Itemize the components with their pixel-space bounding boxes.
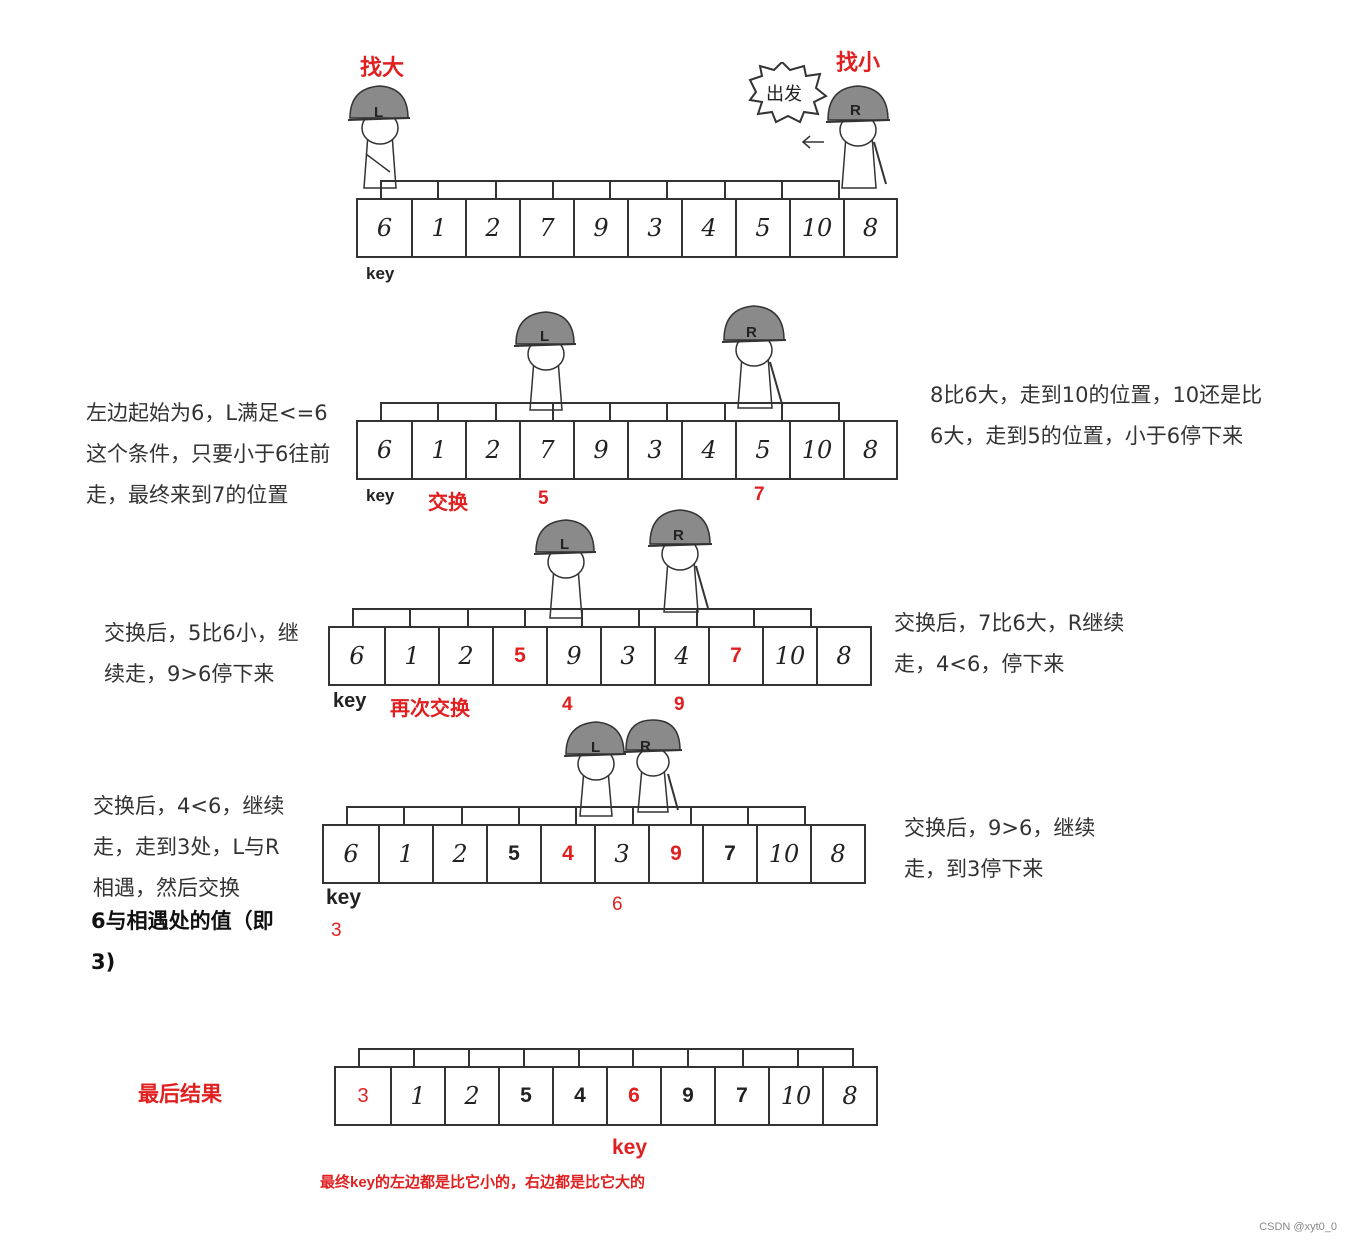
array-cell: 7 <box>704 826 758 882</box>
swap-value-b: 7 <box>754 484 765 506</box>
soldier-r-label: R <box>640 738 651 755</box>
swap-label: 交换 <box>428 486 468 515</box>
array-cell: 10 <box>791 422 845 478</box>
meet-swap-value: 6 <box>612 894 623 916</box>
array-cell: 8 <box>845 200 896 256</box>
array-cell: 9 <box>575 422 629 478</box>
array-cell: 4 <box>656 628 710 684</box>
soldier-r-icon <box>646 508 716 614</box>
final-result-title: 最后结果 <box>138 1078 222 1108</box>
array-cell: 2 <box>446 1068 500 1124</box>
array-cell: 9 <box>650 826 704 882</box>
step2-right-description: 交换后，7比6大，R继续 走，4<6，停下来 <box>894 603 1124 685</box>
soldier-l-icon <box>562 720 628 818</box>
find-big-label: 找大 <box>360 50 404 82</box>
array-cell: 9 <box>575 200 629 256</box>
swap-value-b: 9 <box>674 694 685 716</box>
array-cell: 8 <box>845 422 896 478</box>
array-cell: 1 <box>392 1068 446 1124</box>
array-cell: 2 <box>434 826 488 882</box>
array-cell: 6 <box>358 200 413 256</box>
array-cell: 8 <box>812 826 864 882</box>
array-cell: 6 <box>324 826 380 882</box>
array-cell: 7 <box>710 628 764 684</box>
array-cell: 1 <box>413 422 467 478</box>
array-cell: 2 <box>467 200 521 256</box>
array-cell: 3 <box>629 422 683 478</box>
key-swap-value: 3 <box>331 920 342 942</box>
soldier-l-label: L <box>374 104 383 121</box>
array-cell: 3 <box>336 1068 392 1124</box>
array-cell: 7 <box>716 1068 770 1124</box>
array-cell: 3 <box>596 826 650 882</box>
final-key-label: key <box>612 1136 647 1160</box>
watermark: CSDN @xyt0_0 <box>1259 1221 1337 1233</box>
step3-right-description: 交换后，9>6，继续 走，到3停下来 <box>904 808 1095 890</box>
step1-left-description: 左边起始为6，L满足<=6 这个条件，只要小于6往前 走，最终来到7的位置 <box>86 393 330 516</box>
array-cell: 3 <box>602 628 656 684</box>
key-label: key <box>366 486 394 506</box>
array-step2: 6 1 2 5 9 3 4 7 10 8 <box>328 626 872 686</box>
soldier-l-label: L <box>591 739 600 756</box>
soldier-r-label: R <box>850 102 861 119</box>
array-cell: 1 <box>386 628 440 684</box>
array-cell: 3 <box>629 200 683 256</box>
array-cell: 10 <box>770 1068 824 1124</box>
array-cell: 7 <box>521 422 575 478</box>
swap-label: 再次交换 <box>390 692 470 721</box>
array-cell: 9 <box>662 1068 716 1124</box>
array-cell: 6 <box>330 628 386 684</box>
key-label: key <box>326 886 361 910</box>
array-cell: 5 <box>494 628 548 684</box>
find-small-label: 找小 <box>836 45 880 77</box>
step2-left-description: 交换后，5比6小，继 续走，9>6停下来 <box>104 613 299 695</box>
array-cell: 5 <box>737 200 791 256</box>
array-cell: 9 <box>548 628 602 684</box>
array-cell: 4 <box>554 1068 608 1124</box>
soldier-r-label: R <box>673 527 684 544</box>
soldier-r-label: R <box>746 324 757 341</box>
swap-value-a: 5 <box>538 488 549 510</box>
array-cell: 10 <box>791 200 845 256</box>
array-step3: 6 1 2 5 4 3 9 7 10 8 <box>322 824 866 884</box>
array-cell: 5 <box>500 1068 554 1124</box>
array-cell: 4 <box>683 200 737 256</box>
array-cell: 1 <box>380 826 434 882</box>
soldier-l-icon <box>512 310 578 412</box>
soldier-l-icon <box>532 518 598 620</box>
array-final: 3 1 2 5 4 6 9 7 10 8 <box>334 1066 878 1126</box>
array-cell: 6 <box>358 422 413 478</box>
soldier-l-icon <box>346 84 412 194</box>
arrow-left-icon <box>800 132 826 152</box>
step1-right-description: 8比6大，走到10的位置，10还是比 6大，走到5的位置，小于6停下来 <box>930 375 1262 457</box>
bubble-text: 出发 <box>766 80 802 106</box>
soldier-r-icon <box>824 84 894 194</box>
step3-left-description-bold: 6与相遇处的值（即 3) <box>91 901 274 983</box>
array-cell: 4 <box>683 422 737 478</box>
key-label: key <box>333 690 366 713</box>
array-cell: 2 <box>440 628 494 684</box>
array-cell: 10 <box>758 826 812 882</box>
swap-value-a: 4 <box>562 694 573 716</box>
array-step1: 6 1 2 7 9 3 4 5 10 8 <box>356 420 898 480</box>
array-cell: 2 <box>467 422 521 478</box>
soldier-r-icon <box>624 718 682 814</box>
final-note: 最终key的左边都是比它小的，右边都是比它大的 <box>320 1171 645 1192</box>
array-cell: 5 <box>488 826 542 882</box>
step3-left-description: 交换后，4<6，继续 走，走到3处，L与R 相遇，然后交换 <box>93 786 284 909</box>
array-cell: 4 <box>542 826 596 882</box>
array-cell: 6 <box>608 1068 662 1124</box>
array-cell: 8 <box>824 1068 876 1124</box>
array-cell: 8 <box>818 628 870 684</box>
array-cell: 7 <box>521 200 575 256</box>
soldier-l-label: L <box>560 536 569 553</box>
array-initial: 6 1 2 7 9 3 4 5 10 8 <box>356 198 898 258</box>
array-cell: 5 <box>737 422 791 478</box>
soldier-r-icon <box>720 304 790 412</box>
array-cell: 1 <box>413 200 467 256</box>
key-label: key <box>366 264 394 284</box>
array-cell: 10 <box>764 628 818 684</box>
soldier-l-label: L <box>540 328 549 345</box>
